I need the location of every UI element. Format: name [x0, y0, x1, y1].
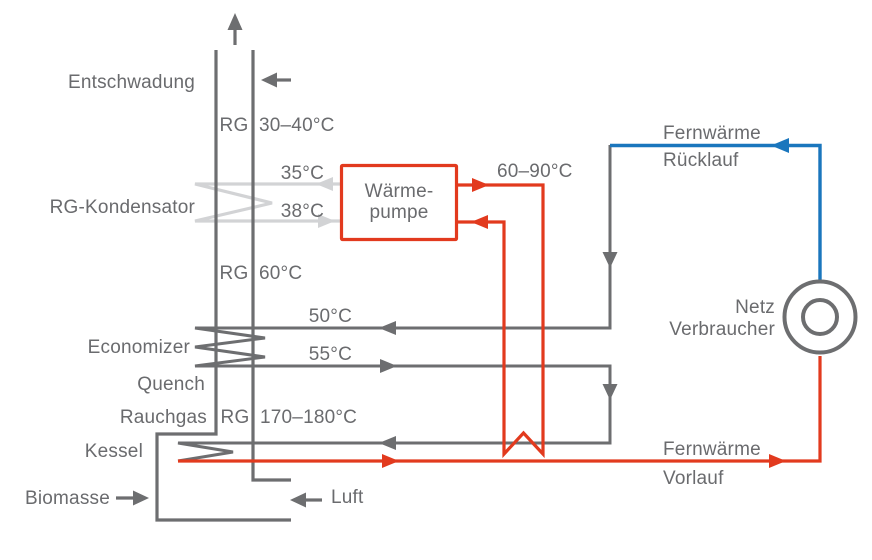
condenser-flow-left-arrow-icon — [316, 177, 333, 191]
rg-mid-label: RG — [220, 263, 249, 284]
vorlauf-right-arrow-icon-left — [382, 454, 399, 468]
economizer-label: Economizer — [88, 337, 191, 358]
condenser-temp-38: 38°C — [281, 201, 324, 222]
fernwaerme-vorlauf-label-line2: Vorlauf — [663, 468, 724, 489]
heat-pump-outlet-right-arrow-icon — [472, 178, 489, 192]
condenser-loop-pipe — [194, 182, 344, 223]
entschwadung-left-arrow-icon — [261, 72, 277, 88]
vorlauf-right-arrow-icon-right — [769, 454, 786, 468]
rg-top-temperature: 30–40°C — [259, 115, 335, 136]
quench-label: Quench — [137, 374, 205, 395]
fernwaerme-vorlauf-label-line1: Fernwärme — [663, 439, 761, 460]
network-consumer-inner-circle — [801, 298, 839, 336]
fernwaerme-ruecklauf-label-line1: Fernwärme — [663, 123, 761, 144]
stack-left-wall-and-boiler-outline — [155, 50, 291, 522]
stack-exhaust-up-arrow-icon — [227, 13, 243, 30]
economizer-inlet-temperature: 50°C — [309, 306, 352, 327]
rg-bottom-temperature: 170–180°C — [260, 407, 357, 428]
boiler-feed-left-arrow-icon — [379, 436, 396, 450]
heat-pump-label-line1: Wärme- — [365, 181, 434, 202]
rg-mid-temperature: 60°C — [259, 263, 302, 284]
rg-kondensator-label: RG-Kondensator — [50, 197, 196, 218]
network-return-water-pipe — [177, 145, 612, 463]
biomasse-label: Biomasse — [25, 488, 110, 509]
economizer-outlet-temperature: 55°C — [309, 344, 352, 365]
entschwadung-label: Entschwadung — [68, 72, 195, 93]
heat-pump-label-line2: pumpe — [369, 202, 428, 223]
rauchgas-label: Rauchgas — [120, 407, 207, 428]
luft-label: Luft — [331, 487, 364, 508]
netz-verbraucher-label-line2: Verbraucher — [669, 319, 775, 340]
rg-top-label: RG — [220, 115, 249, 136]
return-pipe-down-arrow-icon — [602, 252, 618, 268]
economizer-outlet-right-arrow-icon — [380, 359, 397, 373]
rg-bottom-label: RG — [221, 407, 250, 428]
boiler-feed-down-arrow-icon — [602, 384, 618, 400]
heat-pump-outlet-temperature: 60–90°C — [497, 161, 573, 182]
heat-pump-box — [339, 163, 459, 242]
economizer-inlet-left-arrow-icon — [379, 321, 396, 335]
condenser-temp-35: 35°C — [281, 163, 324, 184]
biomasse-right-arrow-icon — [133, 490, 149, 506]
fernwaerme-ruecklauf-label-line2: Rücklauf — [663, 150, 739, 171]
ruecklauf-left-arrow-icon — [771, 138, 789, 153]
stack-right-wall-and-air-inlet — [251, 50, 291, 482]
luft-left-arrow-icon — [290, 492, 306, 508]
netz-verbraucher-label-line1: Netz — [735, 297, 775, 318]
condenser-flow-right-arrow-icon — [318, 214, 335, 228]
heat-pump-inlet-left-arrow-icon — [471, 215, 488, 229]
kessel-label: Kessel — [85, 441, 143, 462]
heat-pump-circuit-pipe — [456, 183, 545, 459]
ruecklauf-return-pipe — [610, 143, 822, 282]
